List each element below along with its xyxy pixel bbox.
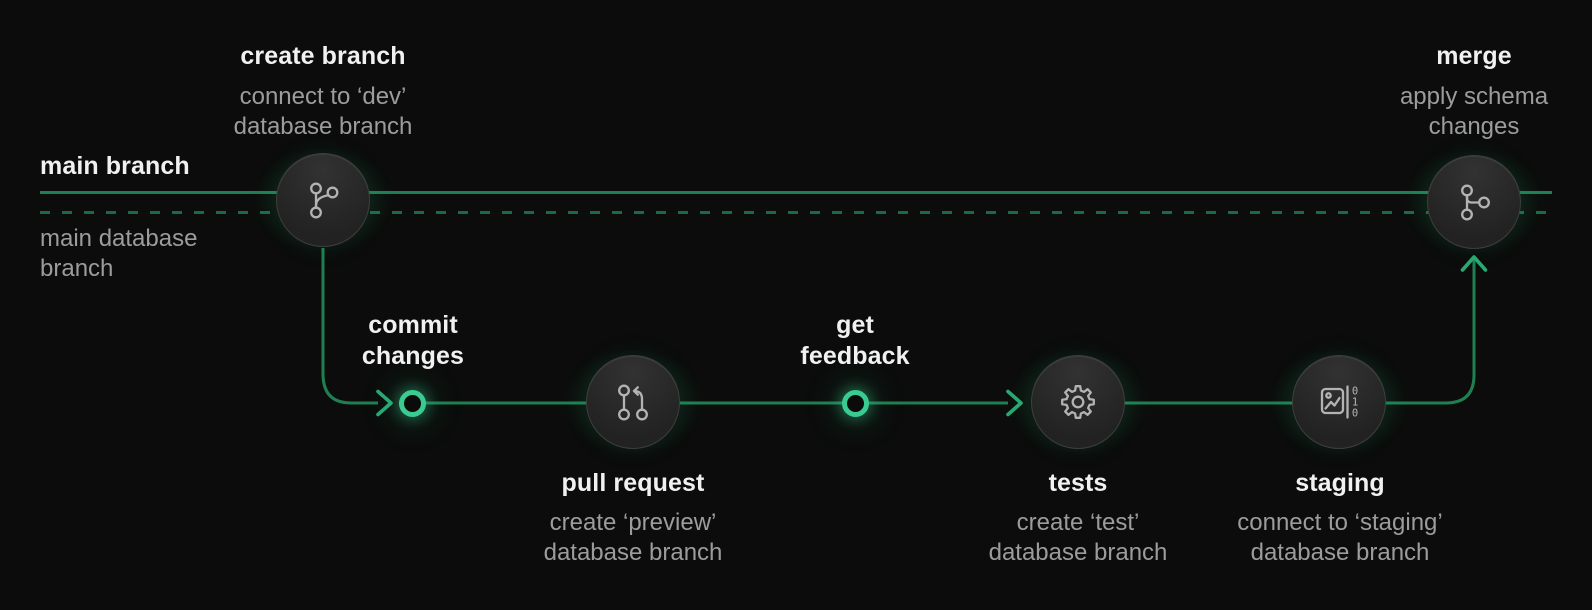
create-branch-subtitle: connect to ‘dev’ database branch: [233, 83, 413, 140]
get-feedback-ring-node: [841, 389, 869, 417]
pull-request-subtitle: create ‘preview’ database branch: [543, 509, 723, 566]
get-feedback-label: get feedback: [800, 311, 910, 370]
commit-arrowhead-icon: [376, 389, 393, 417]
tests-node: [1031, 355, 1125, 449]
create-branch-to-commit-path: [321, 248, 378, 405]
commit-changes-label: commit changes: [361, 311, 465, 370]
image-binary-icon: 0 1 0: [1320, 385, 1358, 420]
tests-title: tests: [1048, 469, 1108, 497]
merge-subtitle: apply schema changes: [1399, 83, 1549, 140]
binary-digit: 0: [1352, 408, 1358, 420]
create-branch-node: [276, 153, 370, 247]
git-branch-icon: [310, 182, 339, 219]
pull-request-title: pull request: [561, 469, 705, 497]
create-branch-title: create branch: [240, 42, 406, 70]
binary-digit: 0: [1352, 386, 1358, 398]
staging-title: staging: [1295, 469, 1385, 497]
tests-to-merge-path: [1078, 258, 1476, 405]
pull-request-node: [586, 355, 680, 449]
merge-arrowhead-icon: [1460, 255, 1488, 272]
git-merge-icon: [1461, 184, 1490, 221]
staging-node: 0 1 0: [1292, 355, 1386, 449]
merge-node: [1427, 155, 1521, 249]
merge-title: merge: [1436, 42, 1512, 70]
binary-digit: 1: [1352, 397, 1358, 409]
git-pull-request-icon: [618, 384, 648, 421]
tests-arrowhead-icon: [1006, 389, 1023, 417]
staging-subtitle: connect to ‘staging’ database branch: [1237, 509, 1443, 566]
gear-icon: [1061, 385, 1095, 419]
commit-changes-ring-node: [398, 389, 426, 417]
main-branch-label: main branch: [40, 152, 190, 180]
main-database-branch-label: main database branch: [40, 225, 198, 282]
tests-subtitle: create ‘test’ database branch: [988, 509, 1168, 566]
